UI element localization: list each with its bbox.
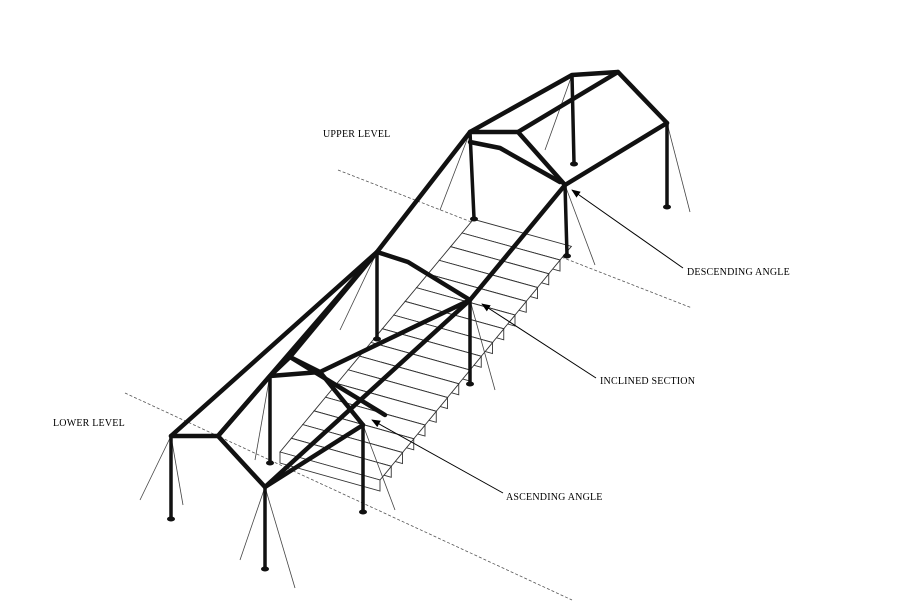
upper-frame <box>467 69 670 257</box>
ascending-angle-arrow <box>371 419 504 494</box>
ascending-angle-label: ASCENDING ANGLE <box>506 492 603 503</box>
inclined-section-arrow <box>481 303 597 379</box>
upper-level-label: UPPER LEVEL <box>323 129 390 140</box>
lower-level-line <box>124 392 573 601</box>
leg-feet <box>167 161 671 572</box>
upper-level-line <box>337 169 693 309</box>
descending-angle-label: DESCENDING ANGLE <box>687 267 790 278</box>
guy-ropes <box>139 74 691 589</box>
lower-level-label: LOWER LEVEL <box>53 418 125 429</box>
inclined-frame <box>168 129 568 490</box>
inclined-section-label: INCLINED SECTION <box>600 376 695 387</box>
descending-angle-arrow <box>571 189 684 269</box>
stair-steps <box>279 218 573 492</box>
